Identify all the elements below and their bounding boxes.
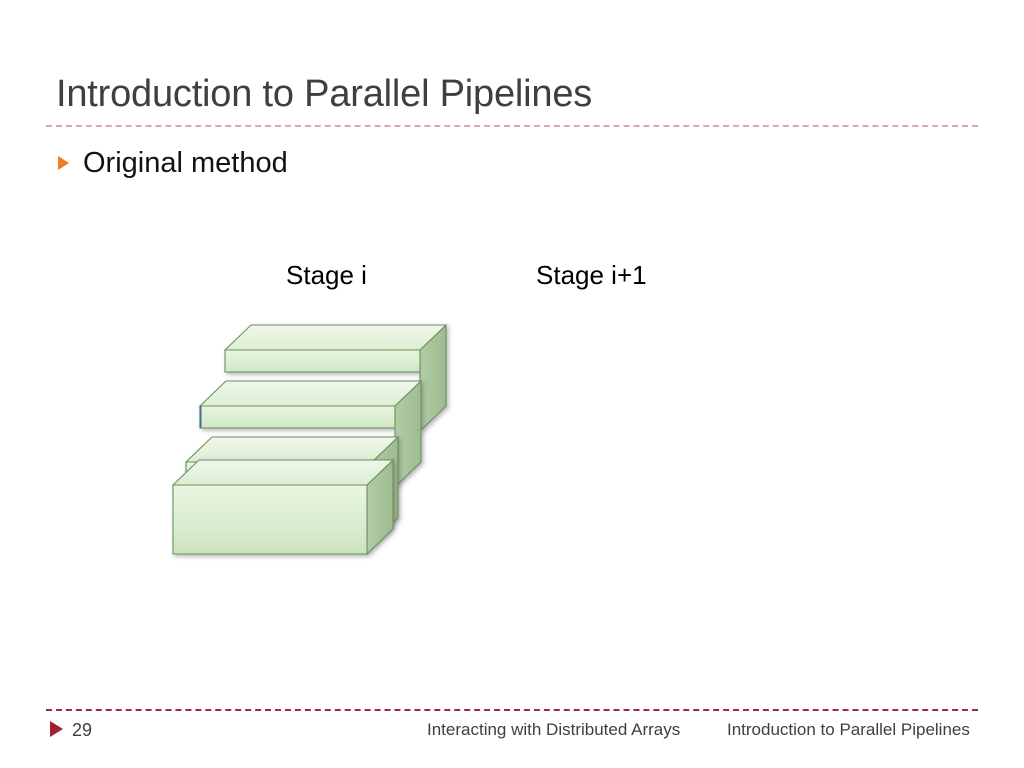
stage-slab-4 <box>171 458 395 556</box>
title-divider <box>46 125 978 127</box>
stage-slab-2 <box>198 379 423 489</box>
stage-box-stack-graphic <box>171 323 448 556</box>
page-number: 29 <box>72 720 93 740</box>
slab-top-face <box>223 324 448 351</box>
stage-label-i-plus-1: Stage i+1 <box>536 260 647 290</box>
stage-box-stack <box>160 310 480 575</box>
page-title: Introduction to Parallel Pipelines <box>56 73 593 115</box>
stage-slab-1 <box>223 323 448 433</box>
slab-front-face <box>224 349 421 373</box>
footer-divider <box>46 709 978 711</box>
slab-top-face <box>184 436 400 463</box>
bullet-item-label: Original method <box>83 147 288 179</box>
stage-label-i: Stage i <box>286 260 367 290</box>
triangle-right-icon <box>58 156 69 170</box>
footer-slide-title: Introduction to Parallel Pipelines <box>727 720 970 739</box>
slab-top-face <box>171 459 395 486</box>
slab-top-face <box>198 380 423 407</box>
triangle-right-icon <box>50 721 63 737</box>
slab-front-face <box>199 405 396 429</box>
footer-deck-title: Interacting with Distributed Arrays <box>427 720 681 739</box>
slab-front-face <box>172 484 368 555</box>
bullet-list-item: Original method <box>58 144 288 182</box>
